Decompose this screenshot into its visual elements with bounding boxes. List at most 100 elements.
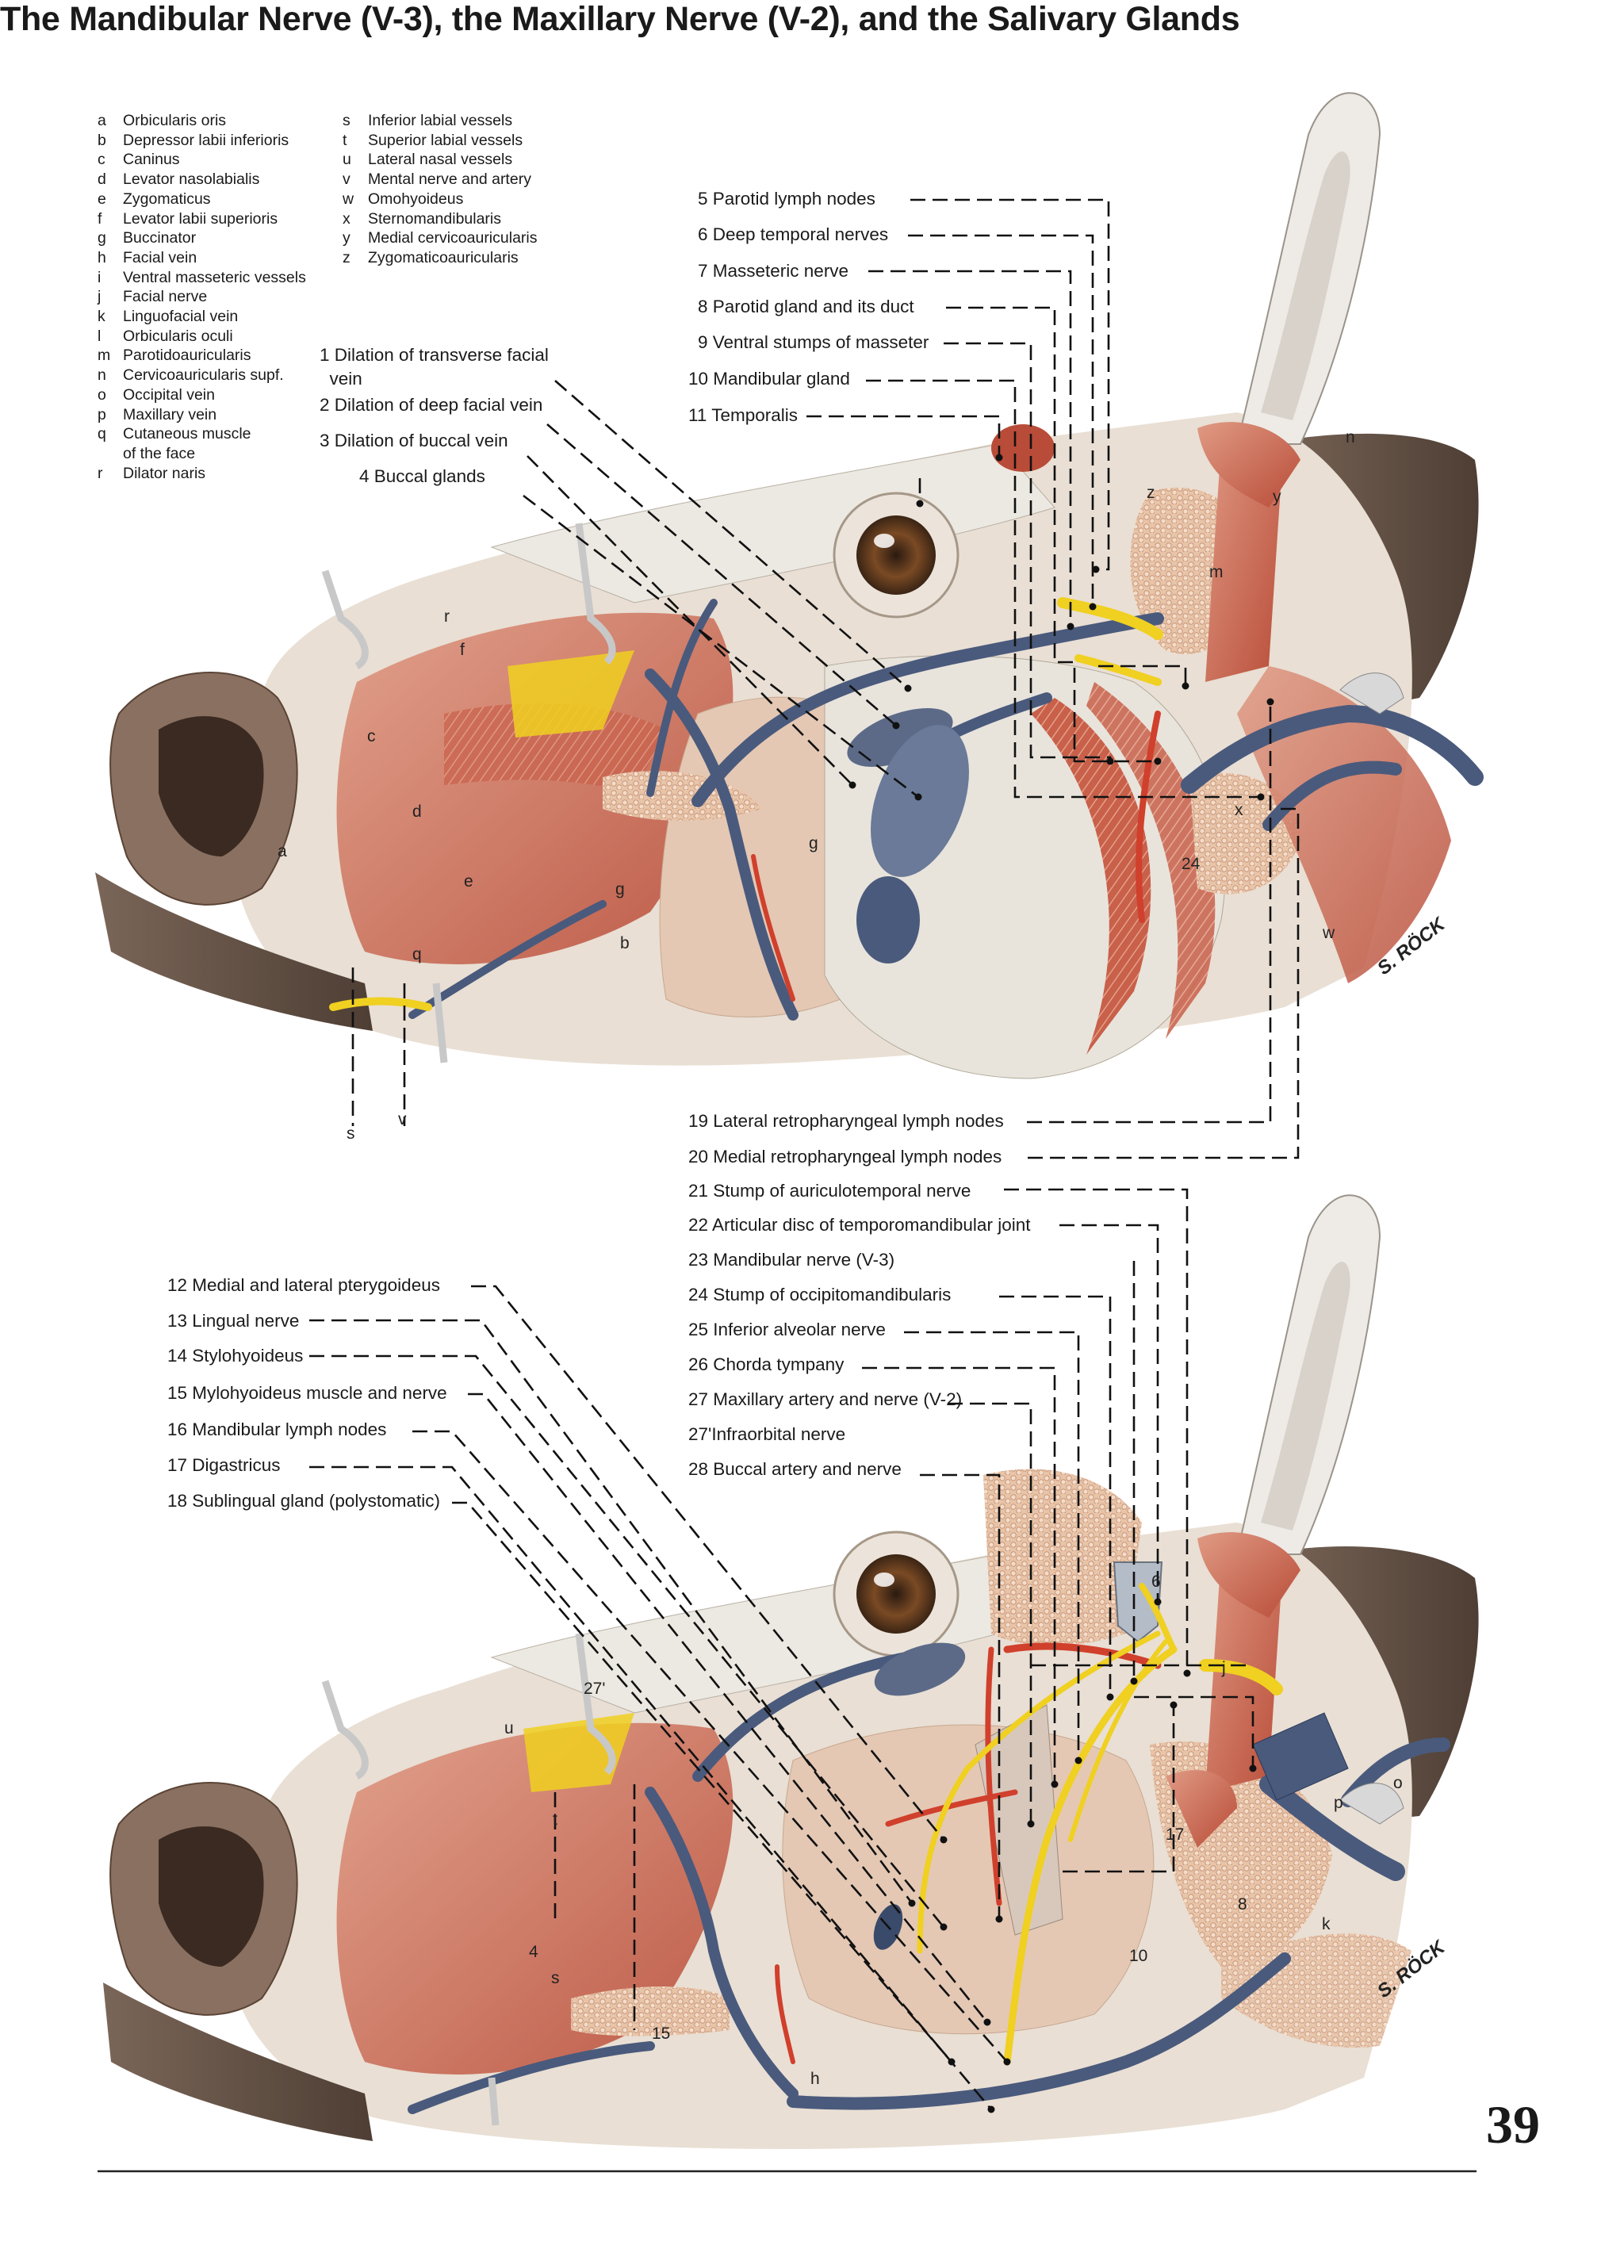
legend-key: l	[98, 327, 102, 345]
image-letter-label: u	[504, 1719, 514, 1737]
image-letter-label: o	[1393, 1774, 1403, 1792]
callout-label: 21 Stump of auriculotemporal nerve	[688, 1181, 971, 1201]
callout-label: 9 Ventral stumps of masseter	[698, 332, 929, 352]
image-letter-label: 27'	[584, 1680, 606, 1698]
legend-row: c Caninus	[98, 150, 306, 170]
callout-label: 19 Lateral retropharyngeal lymph nodes	[688, 1111, 1004, 1131]
legend-row: d Levator nasolabialis	[98, 170, 306, 190]
callout-label: 1 Dilation of transverse facial vein	[320, 345, 549, 389]
legend-text: Ventral masseteric vessels	[123, 268, 306, 286]
legend-key: o	[98, 385, 106, 404]
callout-label: 10 Mandibular gland	[688, 369, 850, 389]
callout-label: 2 Dilation of deep facial vein	[320, 395, 543, 415]
legend-key: p	[98, 405, 106, 423]
image-letter-label: 10	[1129, 1947, 1148, 1965]
legend-text: Maxillary vein	[123, 405, 217, 423]
callout-label: 26 Chorda tympany	[688, 1354, 845, 1374]
legend-key: y	[343, 229, 350, 247]
legend-key: v	[343, 170, 350, 189]
legend-text: Zygomaticoauricularis	[368, 248, 519, 266]
legend-row: a Orbicularis oris	[98, 111, 306, 131]
image-letter-label: b	[620, 934, 630, 952]
legend-row: of the face	[98, 444, 306, 464]
page-number: 39	[1486, 2094, 1540, 2155]
legend-text: Inferior labial vessels	[368, 112, 513, 129]
legend-text: Orbicularis oculi	[123, 327, 233, 345]
legend-row: w Omohyoideus	[343, 190, 538, 209]
callout-label: 4 Buccal glands	[359, 466, 485, 486]
legend-row: l Orbicularis oculi	[98, 327, 306, 347]
legend-text: Facial nerve	[123, 288, 208, 306]
callout-label: 13 Lingual nerve	[167, 1311, 300, 1331]
legend-text: Caninus	[123, 151, 180, 169]
image-letter-label: s	[551, 1969, 560, 1987]
legend-row: y Medial cervicoauricularis	[343, 228, 538, 248]
legend-text: Sternomandibularis	[368, 209, 502, 228]
legend-key: u	[343, 151, 351, 169]
legend-key: a	[98, 112, 106, 129]
callout-label: 25 Inferior alveolar nerve	[688, 1320, 886, 1339]
image-letter-label: 17	[1166, 1826, 1185, 1844]
image-letter-label: g	[809, 834, 818, 852]
callout-label: 24 Stump of occipitomandibularis	[688, 1285, 952, 1304]
legend-row: b Depressor labii inferioris	[98, 131, 306, 151]
image-letter-label: f	[460, 641, 465, 659]
image-letter-label: d	[412, 803, 422, 821]
legend-key: f	[98, 209, 102, 228]
image-letter-label: p	[1334, 1794, 1343, 1812]
image-letter-label: n	[1346, 428, 1355, 446]
callout-label: 27'Infraorbital nerve	[688, 1424, 846, 1444]
legend-key: q	[98, 425, 106, 443]
legend-key: d	[98, 170, 106, 189]
legend-text: Depressor labii inferioris	[123, 131, 289, 149]
image-letter-label: 4	[529, 1943, 538, 1961]
callout-label: 6 Deep temporal nerves	[698, 224, 889, 244]
legend-key: r	[98, 464, 103, 482]
image-letter-label: r	[444, 607, 450, 626]
legend-text: Parotidoauricularis	[123, 347, 251, 365]
legend-key: w	[343, 190, 354, 208]
legend-text: Levator nasolabialis	[123, 170, 260, 189]
image-letter-label: 15	[652, 2025, 671, 2043]
legend-key: n	[98, 366, 106, 385]
image-letter-label: z	[1147, 484, 1155, 502]
leader-lines	[309, 198, 1300, 2110]
image-letter-label: e	[464, 872, 473, 891]
callout-label: 22 Articular disc of temporomandibular j…	[688, 1215, 1031, 1235]
legend-key: t	[343, 131, 347, 149]
legend-text: Omohyoideus	[368, 190, 464, 208]
page-title: The Mandibular Nerve (V-3), the Maxillar…	[0, 0, 1240, 38]
callout-label: 14 Stylohyoideus	[167, 1346, 304, 1366]
legend-row: p Maxillary vein	[98, 405, 306, 425]
legend-key: b	[98, 131, 106, 149]
legend-left: a Orbicularis oris b Depressor labii inferi…	[98, 111, 306, 483]
image-letter-label: h	[810, 2070, 820, 2088]
top-head-illustration	[95, 92, 1484, 1079]
image-letter-label: k	[1322, 1915, 1331, 1933]
legend-row: m Parotidoauricularis	[98, 346, 306, 366]
leader-dots	[848, 454, 1274, 2113]
callout-label: 17 Digastricus	[167, 1455, 281, 1475]
legend-key: m	[98, 347, 111, 365]
legend-text: Superior labial vessels	[368, 131, 523, 149]
legend-text: Medial cervicoauricularis	[368, 229, 538, 247]
legend-key: c	[98, 151, 105, 169]
legend-text: Zygomaticus	[123, 190, 211, 208]
legend-row: e Zygomaticus	[98, 190, 306, 209]
legend-text: Orbicularis oris	[123, 112, 227, 129]
callout-label: 28 Buccal artery and nerve	[688, 1459, 902, 1479]
legend-key: e	[98, 190, 106, 208]
